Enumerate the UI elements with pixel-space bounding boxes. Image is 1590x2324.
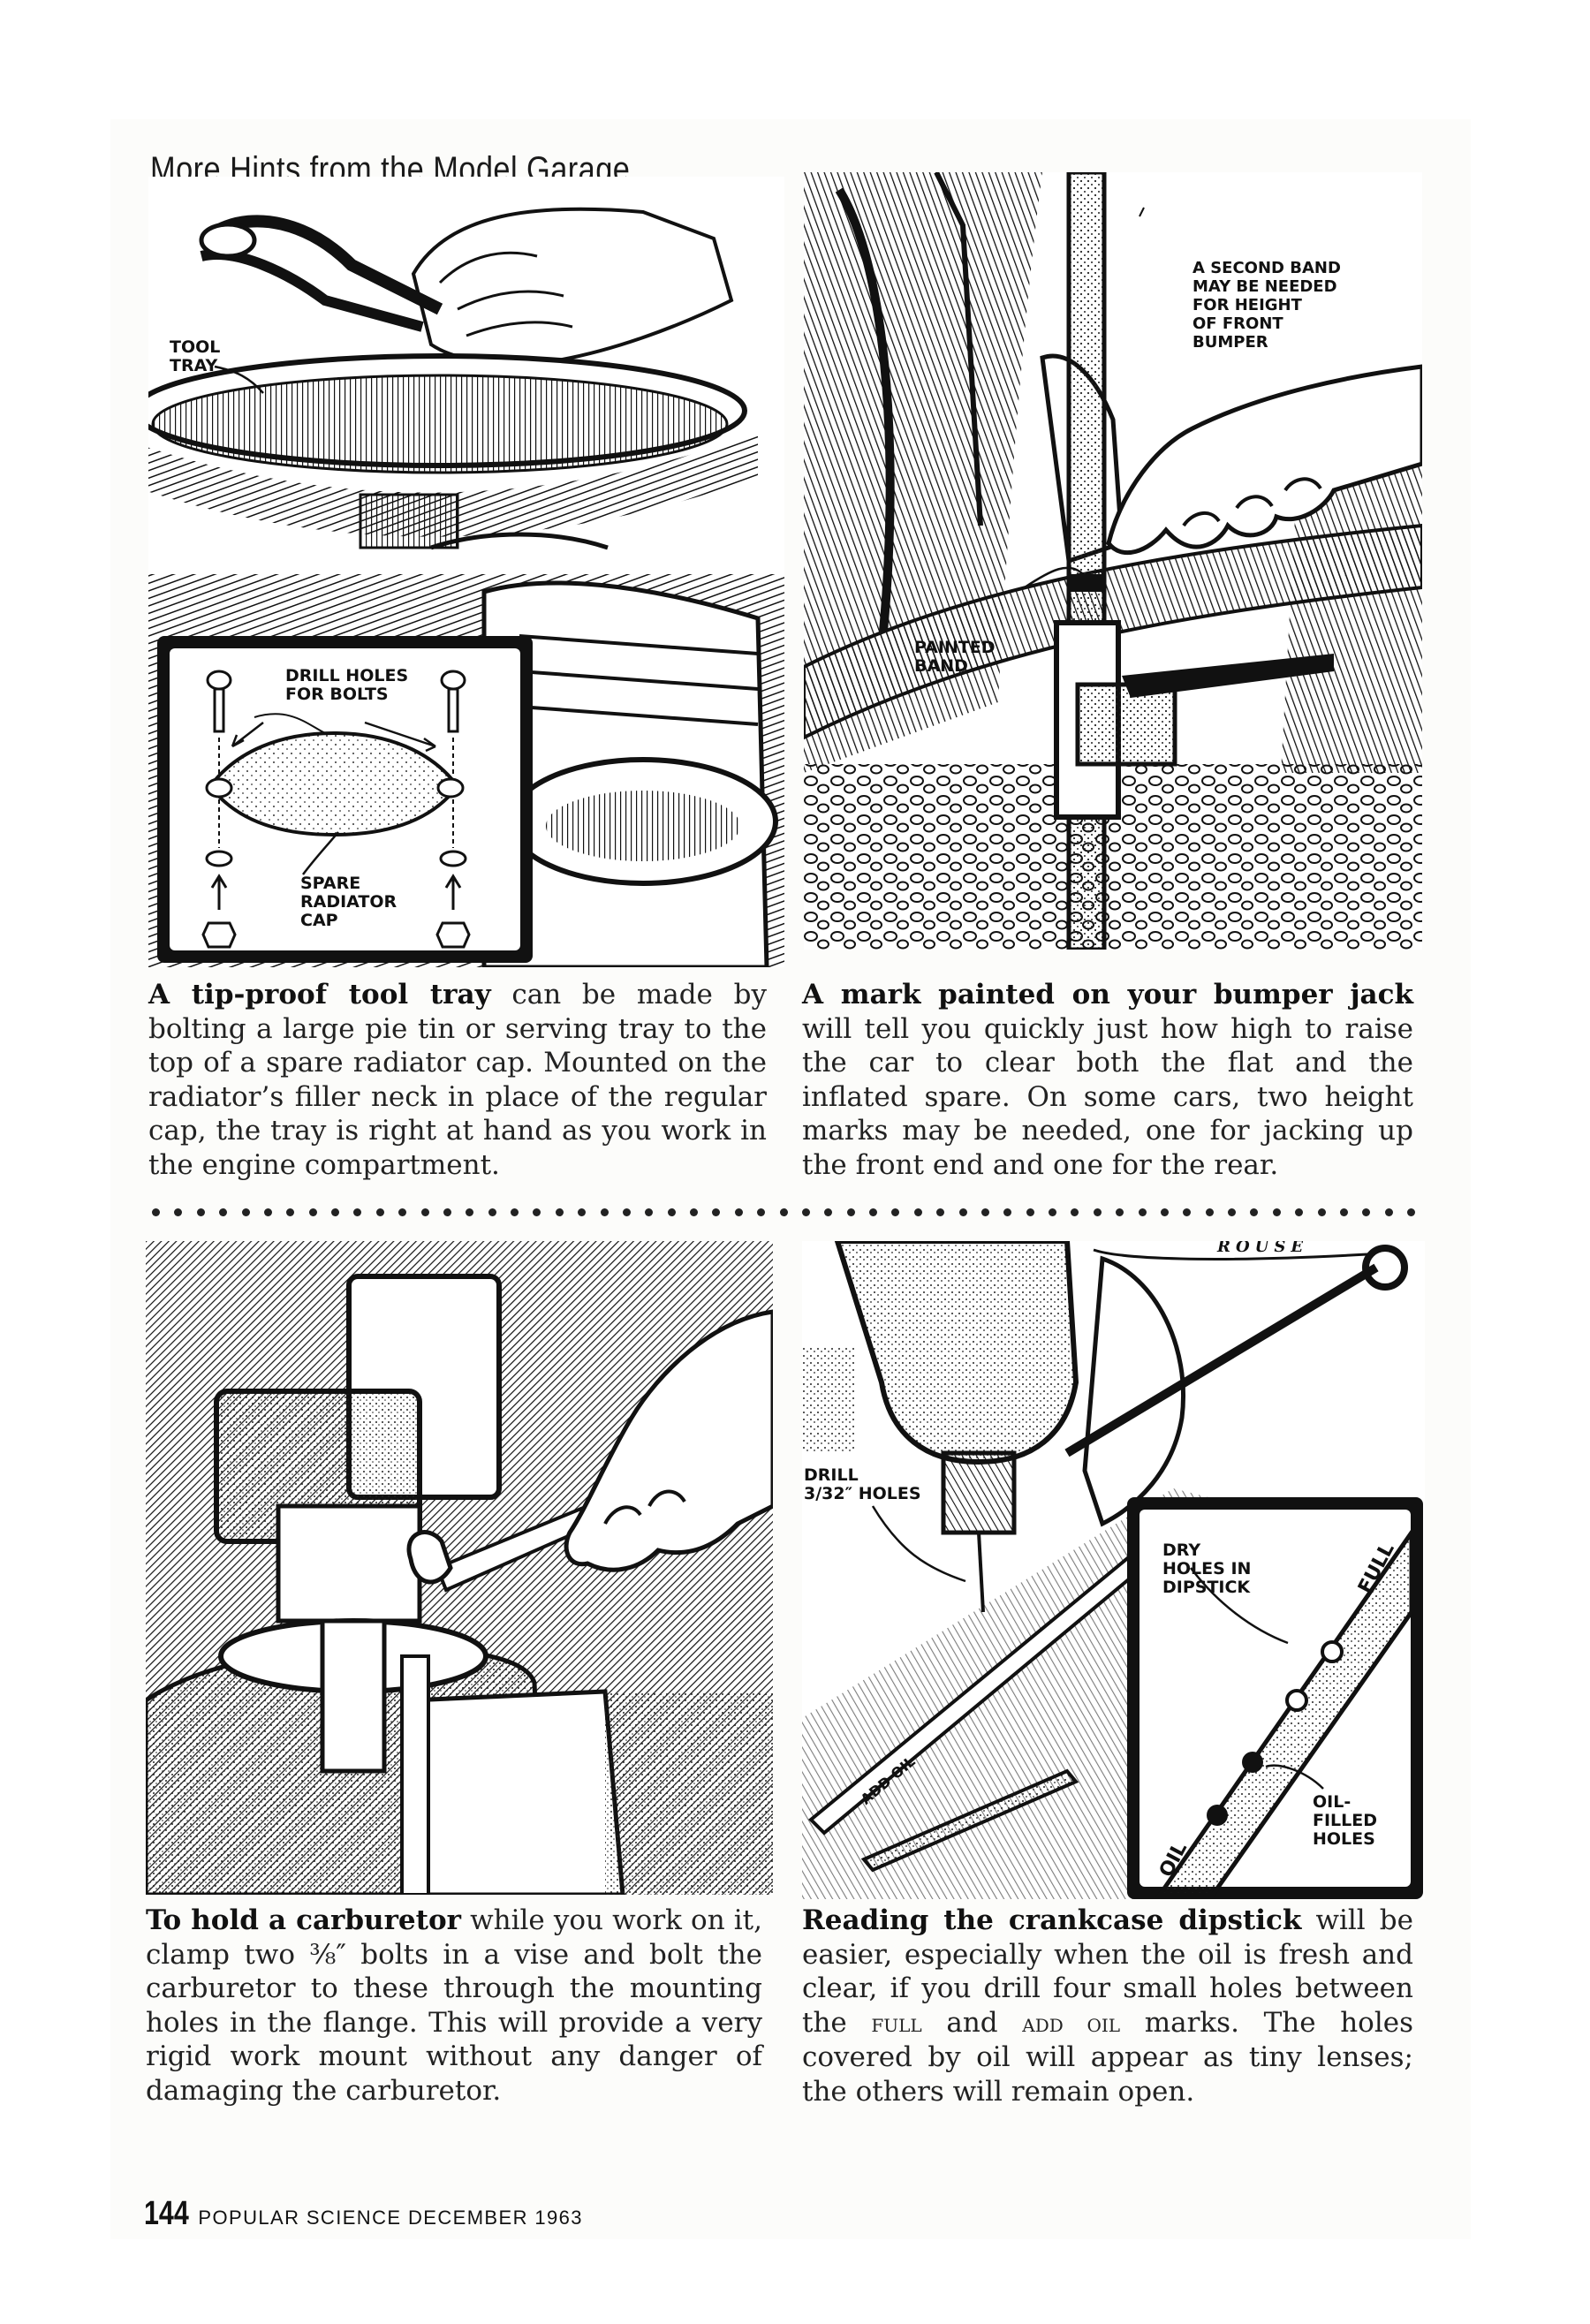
separator-dot — [869, 1208, 877, 1216]
caption-carburetor: To hold a carburetor while you work on i… — [146, 1904, 762, 2108]
separator-dot — [1093, 1208, 1102, 1216]
caption-body: can be made by bolting a large pie tin o… — [148, 979, 768, 1181]
separator-dot — [824, 1208, 833, 1216]
caption-lead: Reading the crankcase dipstick — [802, 1904, 1302, 1936]
callout-tool-tray: TOOL TRAY — [170, 337, 221, 375]
caption-tool-tray: A tip-proof tool tray can be made by bol… — [148, 978, 767, 1182]
illustration-dipstick: ROUSE DRILL 3/32″ HOLES DRY HOLES IN DIP… — [802, 1241, 1425, 1899]
separator-dot — [578, 1208, 587, 1216]
illustration-bumper-jack: A SECOND BAND MAY BE NEEDED FOR HEIGHT O… — [804, 172, 1422, 950]
separator-dot — [667, 1208, 676, 1216]
separator-dot — [1362, 1208, 1371, 1216]
separator-dot — [779, 1208, 788, 1216]
caption-body: will tell you quickly just how high to r… — [802, 1012, 1413, 1181]
separator-dot — [398, 1208, 407, 1216]
separator-dot — [690, 1208, 698, 1216]
separator-dot — [600, 1208, 609, 1216]
separator-dot — [241, 1208, 250, 1216]
separator-dot — [1138, 1208, 1147, 1216]
separator-dot — [1250, 1208, 1259, 1216]
caption-add-oil-mark: add oil — [1022, 2008, 1121, 2038]
separator-dot — [1049, 1208, 1056, 1216]
callout-drill-holes: DRILL 3/32″ HOLES — [804, 1465, 921, 1503]
separator-dot — [1183, 1208, 1192, 1216]
separator-dot — [958, 1208, 967, 1216]
separator-dot — [174, 1208, 183, 1216]
separator-dot — [1272, 1208, 1281, 1216]
separator-dot — [846, 1208, 855, 1216]
separator-dot — [375, 1208, 384, 1216]
separator-dot — [1295, 1208, 1304, 1216]
separator-dot — [353, 1208, 362, 1216]
caption-body: while you work on it, clamp two ⅜″ bolts… — [146, 1904, 762, 2107]
separator-dot — [196, 1208, 205, 1216]
separator-dot — [533, 1208, 541, 1216]
separator-dot — [936, 1208, 945, 1216]
caption-lead: A tip-proof tool tray — [148, 979, 491, 1011]
signature: ROUSE — [1217, 1241, 1309, 1256]
separator-dot — [420, 1208, 429, 1216]
separator-dot — [645, 1208, 654, 1216]
separator-dot — [1339, 1208, 1348, 1216]
separator-dot — [1317, 1208, 1326, 1216]
illustration-tool-tray: TOOL TRAY DRILL HOLES FOR BOLTS SPARE RA… — [148, 177, 784, 967]
separator-dot — [1407, 1208, 1415, 1216]
separator-dot — [488, 1208, 496, 1216]
page-number: 144 — [144, 2195, 189, 2232]
separator-dot — [1071, 1208, 1079, 1216]
separator-dot — [913, 1208, 922, 1216]
caption-lead: To hold a carburetor — [146, 1904, 461, 1936]
separator-dot — [734, 1208, 743, 1216]
dotted-separator — [152, 1208, 1415, 1221]
separator-dot — [1228, 1208, 1236, 1216]
publication-line: POPULAR SCIENCE DECEMBER 1963 — [198, 2207, 583, 2229]
separator-dot — [1205, 1208, 1214, 1216]
caption-full-mark: full — [871, 2008, 922, 2038]
caption-bumper-jack: A mark painted on your bumper jack will … — [802, 978, 1413, 1182]
separator-dot — [801, 1208, 810, 1216]
separator-dot — [511, 1208, 519, 1216]
separator-dot — [980, 1208, 989, 1216]
callout-drill-holes-for-bolts: DRILL HOLES FOR BOLTS — [285, 666, 409, 704]
separator-dot — [891, 1208, 900, 1216]
separator-dot — [622, 1208, 631, 1216]
callout-oil-filled-holes: OIL- FILLED HOLES — [1313, 1792, 1378, 1849]
caption-body-3: marks. The holes covered by oil will app… — [802, 2006, 1414, 2108]
illustration-carburetor — [146, 1241, 773, 1895]
caption-dipstick: Reading the crankcase dipstick will be e… — [802, 1904, 1413, 2108]
separator-dot — [219, 1208, 228, 1216]
callout-second-band: A SECOND BAND MAY BE NEEDED FOR HEIGHT O… — [1192, 259, 1341, 352]
separator-dot — [1026, 1208, 1034, 1216]
separator-dot — [1160, 1208, 1169, 1216]
separator-dot — [286, 1208, 295, 1216]
separator-dot — [263, 1208, 272, 1216]
separator-dot — [1003, 1208, 1012, 1216]
separator-dot — [757, 1208, 766, 1216]
separator-dot — [555, 1208, 564, 1216]
separator-dot — [308, 1208, 317, 1216]
separator-dot — [1384, 1208, 1393, 1216]
separator-dot — [712, 1208, 721, 1216]
page-footer: 144 POPULAR SCIENCE DECEMBER 1963 — [144, 2195, 583, 2233]
separator-dot — [466, 1208, 474, 1216]
caption-body-1: will be easier, especially when the oil … — [802, 1904, 1413, 2039]
callout-painted-band: PAINTED BAND — [914, 638, 996, 676]
callout-dry-holes: DRY HOLES IN DIPSTICK — [1162, 1541, 1252, 1597]
caption-lead: A mark painted on your bumper jack — [802, 979, 1413, 1011]
separator-dot — [1116, 1208, 1124, 1216]
callout-spare-radiator-cap: SPARE RADIATOR CAP — [300, 874, 398, 930]
separator-dot — [152, 1208, 160, 1216]
separator-dot — [443, 1208, 451, 1216]
separator-dot — [331, 1208, 339, 1216]
caption-body-2: and — [921, 2006, 1023, 2039]
